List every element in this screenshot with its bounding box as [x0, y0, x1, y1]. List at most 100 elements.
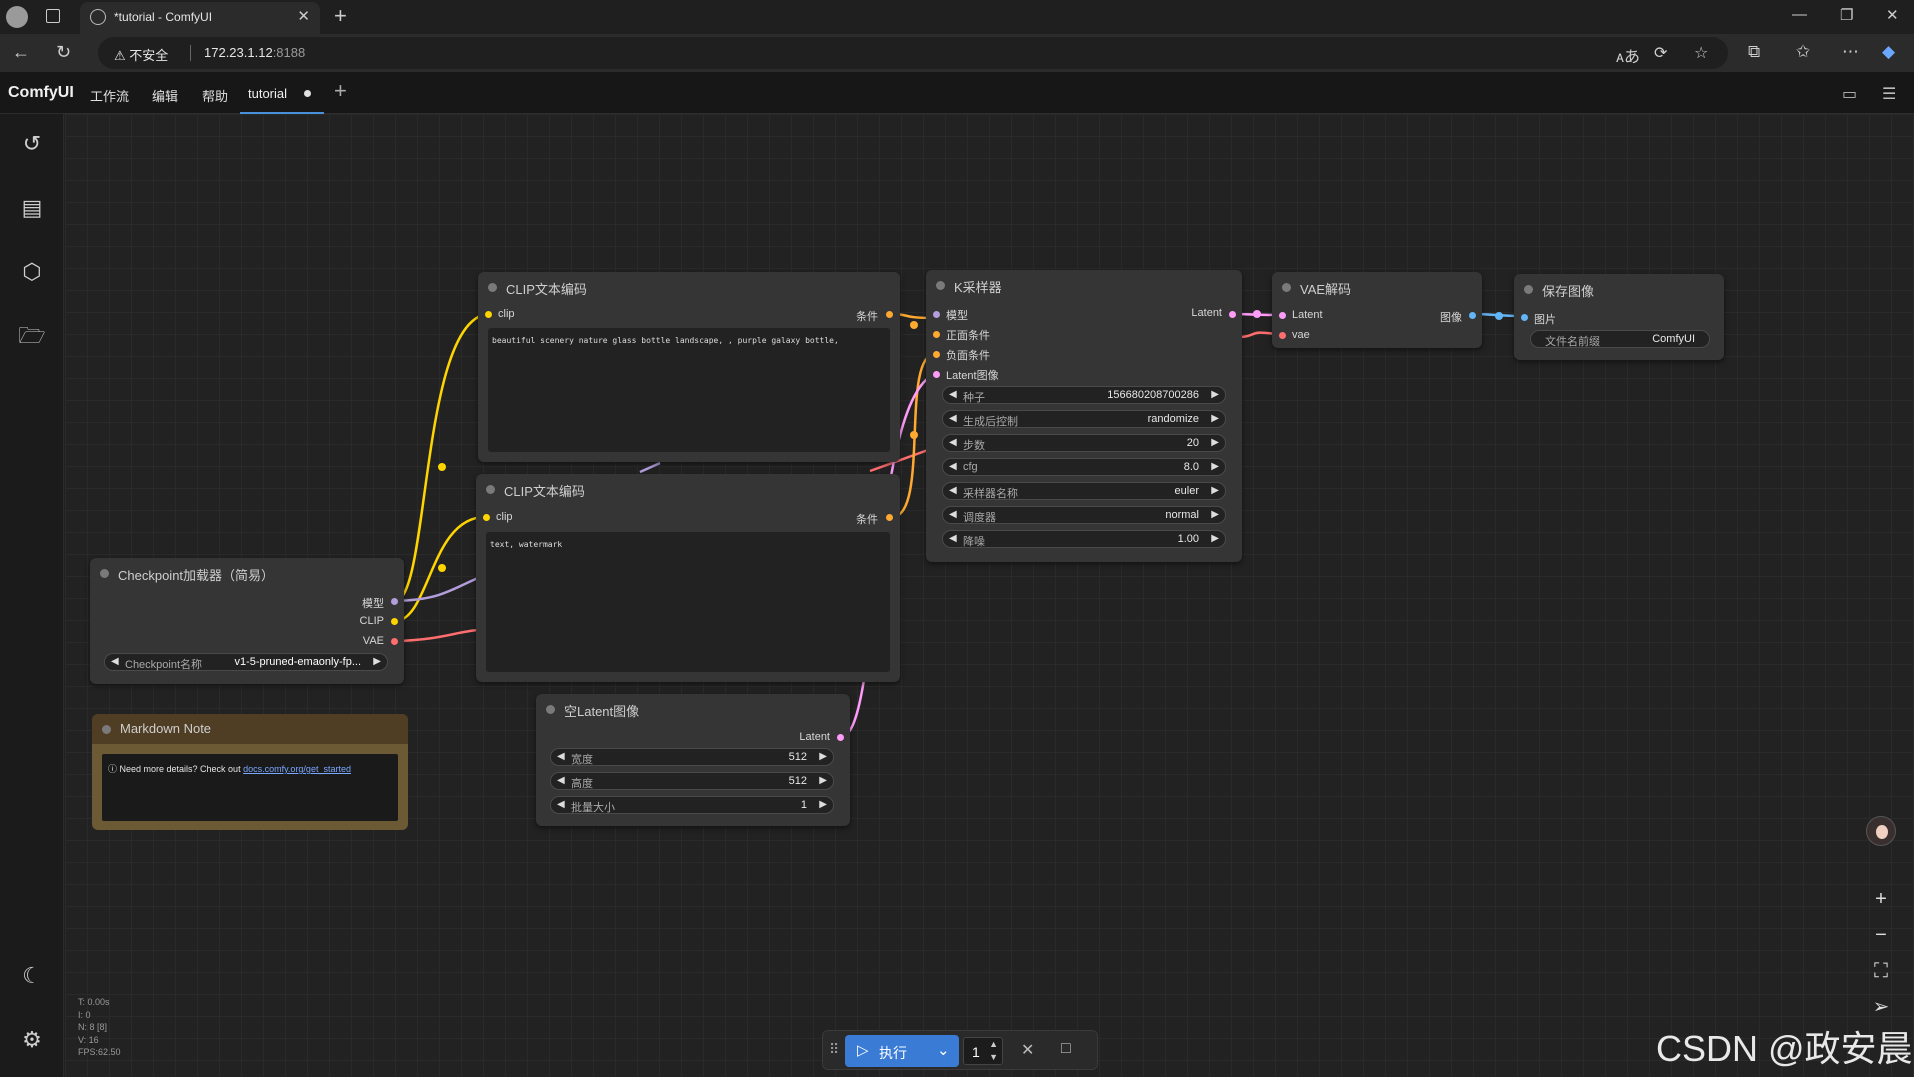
increment-arrow-icon[interactable]: ▶	[1211, 509, 1219, 520]
node-collapse-dot[interactable]	[488, 283, 497, 292]
settings-gear-icon[interactable]: ⚙	[22, 1027, 42, 1052]
node-header[interactable]: Checkpoint加载器（简易）	[90, 558, 404, 588]
node-collapse-dot[interactable]	[1524, 285, 1533, 294]
batch-count-input[interactable]: 1 ▲ ▼	[963, 1037, 1003, 1065]
node-header[interactable]: Markdown Note	[92, 714, 408, 744]
tab-actions-icon[interactable]	[46, 9, 60, 23]
widget-width[interactable]: ◀ 宽度 512 ▶	[550, 748, 834, 766]
note-content[interactable]: ⓘ Need more details? Check out docs.comf…	[102, 754, 398, 821]
node-collapse-dot[interactable]	[1282, 283, 1291, 292]
locate-icon[interactable]: ➢	[1872, 996, 1890, 1018]
node-collapse-dot[interactable]	[546, 705, 555, 714]
decrement-arrow-icon[interactable]: ◀	[557, 751, 565, 762]
widget-checkpoint-name[interactable]: ◀ Checkpoint名称 v1-5-pruned-emaonly-fp...…	[104, 653, 388, 671]
docs-link[interactable]: docs.comfy.org/get_started	[243, 764, 351, 774]
menu-edit[interactable]: 编辑	[152, 89, 179, 104]
node-ksampler[interactable]: K采样器 模型 正面条件 负面条件 Latent图像 Latent ◀ 种子 1…	[926, 270, 1242, 562]
browser-tab[interactable]: *tutorial - ComfyUI ✕	[80, 2, 320, 34]
widget-steps[interactable]: ◀ 步数 20 ▶	[942, 434, 1226, 452]
workflow-tab[interactable]: tutorial	[240, 76, 324, 114]
decrement-arrow-icon[interactable]: ◀	[949, 533, 957, 544]
read-aloud-icon[interactable]: ᴀあ	[1616, 49, 1640, 66]
security-warning[interactable]: ⚠ 不安全	[114, 48, 169, 63]
node-header[interactable]: 空Latent图像	[536, 694, 850, 724]
increment-icon[interactable]: ▲	[989, 1039, 998, 1049]
decrement-arrow-icon[interactable]: ◀	[111, 656, 119, 667]
increment-arrow-icon[interactable]: ▶	[819, 751, 827, 762]
decrement-arrow-icon[interactable]: ◀	[557, 775, 565, 786]
increment-arrow-icon[interactable]: ▶	[373, 656, 381, 667]
prompt-textarea[interactable]: beautiful scenery nature glass bottle la…	[488, 328, 890, 452]
model-library-icon[interactable]: ⬡	[22, 259, 42, 284]
input-slot-negative[interactable]	[933, 351, 940, 358]
input-slot-latent[interactable]	[933, 371, 940, 378]
increment-arrow-icon[interactable]: ▶	[1211, 485, 1219, 496]
stop-icon[interactable]: □	[1061, 1040, 1071, 1057]
workflows-folder-icon[interactable]: 🗁	[18, 323, 46, 348]
panel-toggle-icon[interactable]: ▭	[1842, 86, 1858, 103]
widget-cfg[interactable]: ◀ cfg 8.0 ▶	[942, 458, 1226, 476]
decrement-arrow-icon[interactable]: ◀	[949, 437, 957, 448]
widget-filename-prefix[interactable]: 文件名前缀 ComfyUI	[1530, 330, 1710, 348]
reload-icon[interactable]: ↻	[56, 42, 72, 62]
address-bar[interactable]: ⚠ 不安全 172.23.1.12:8188 ᴀあ ⟳ ☆	[98, 37, 1728, 69]
node-header[interactable]: CLIP文本编码	[476, 474, 900, 504]
new-tab-icon[interactable]: +	[334, 3, 347, 28]
zoom-in-icon[interactable]: +	[1875, 888, 1887, 910]
node-clip-text-encode-positive[interactable]: CLIP文本编码 clip 条件 beautiful scenery natur…	[478, 272, 900, 462]
increment-arrow-icon[interactable]: ▶	[1211, 461, 1219, 472]
node-header[interactable]: CLIP文本编码	[478, 272, 900, 302]
input-slot-vae[interactable]	[1279, 332, 1286, 339]
copilot-icon[interactable]: ◆	[1882, 42, 1896, 61]
menu-workflow[interactable]: 工作流	[90, 89, 130, 104]
widget-denoise[interactable]: ◀ 降噪 1.00 ▶	[942, 530, 1226, 548]
output-slot-vae[interactable]	[391, 638, 398, 645]
extensions-icon[interactable]: ⧉	[1748, 42, 1761, 61]
node-collapse-dot[interactable]	[936, 281, 945, 290]
output-slot-latent[interactable]	[1229, 311, 1236, 318]
increment-arrow-icon[interactable]: ▶	[1211, 413, 1219, 424]
hamburger-menu-icon[interactable]: ☰	[1882, 86, 1897, 103]
cancel-icon[interactable]: ✕	[1021, 1042, 1035, 1059]
widget-scheduler[interactable]: ◀ 调度器 normal ▶	[942, 506, 1226, 524]
new-workflow-icon[interactable]: +	[334, 78, 347, 103]
prompt-textarea[interactable]: text, watermark	[486, 532, 890, 672]
increment-arrow-icon[interactable]: ▶	[1211, 389, 1219, 400]
node-save-image[interactable]: 保存图像 图片 文件名前缀 ComfyUI	[1514, 274, 1724, 360]
input-slot-positive[interactable]	[933, 331, 940, 338]
close-tab-icon[interactable]: ✕	[297, 8, 310, 25]
menu-help[interactable]: 帮助	[202, 89, 229, 104]
input-slot-clip[interactable]	[483, 514, 490, 521]
output-slot-conditioning[interactable]	[886, 311, 893, 318]
decrement-arrow-icon[interactable]: ◀	[557, 799, 565, 810]
queue-list-icon[interactable]: ▤	[21, 195, 43, 220]
increment-arrow-icon[interactable]: ▶	[819, 799, 827, 810]
node-header[interactable]: VAE解码	[1272, 272, 1482, 302]
widget-batch-size[interactable]: ◀ 批量大小 1 ▶	[550, 796, 834, 814]
node-vae-decode[interactable]: VAE解码 Latent vae 图像	[1272, 272, 1482, 348]
node-markdown-note[interactable]: Markdown Note ⓘ Need more details? Check…	[92, 714, 408, 830]
run-button[interactable]: ▷ 执行 ⌄	[845, 1035, 959, 1067]
drag-handle-icon[interactable]: ⠿	[829, 1041, 840, 1057]
widget-height[interactable]: ◀ 高度 512 ▶	[550, 772, 834, 790]
more-menu-icon[interactable]: ⋯	[1842, 42, 1859, 61]
input-slot-image[interactable]	[1521, 314, 1528, 321]
decrement-arrow-icon[interactable]: ◀	[949, 509, 957, 520]
user-avatar[interactable]	[1866, 816, 1896, 846]
history-icon[interactable]: ↺	[22, 131, 42, 156]
profile-avatar-icon[interactable]	[6, 6, 28, 28]
increment-arrow-icon[interactable]: ▶	[1211, 437, 1219, 448]
back-icon[interactable]: ←	[12, 42, 30, 62]
widget-seed[interactable]: ◀ 种子 156680208700286 ▶	[942, 386, 1226, 404]
node-empty-latent-image[interactable]: 空Latent图像 Latent ◀ 宽度 512 ▶ ◀ 高度 512 ▶ ◀…	[536, 694, 850, 826]
node-collapse-dot[interactable]	[102, 725, 111, 734]
node-header[interactable]: K采样器	[926, 270, 1242, 300]
decrement-arrow-icon[interactable]: ◀	[949, 413, 957, 424]
chevron-down-icon[interactable]: ⌄	[937, 1042, 950, 1059]
decrement-arrow-icon[interactable]: ◀	[949, 485, 957, 496]
restore-icon[interactable]: ❐	[1840, 7, 1854, 24]
output-slot-latent[interactable]	[837, 734, 844, 741]
translate-icon[interactable]: ⟳	[1654, 45, 1668, 62]
output-slot-image[interactable]	[1469, 312, 1476, 319]
widget-control-after-generate[interactable]: ◀ 生成后控制 randomize ▶	[942, 410, 1226, 428]
